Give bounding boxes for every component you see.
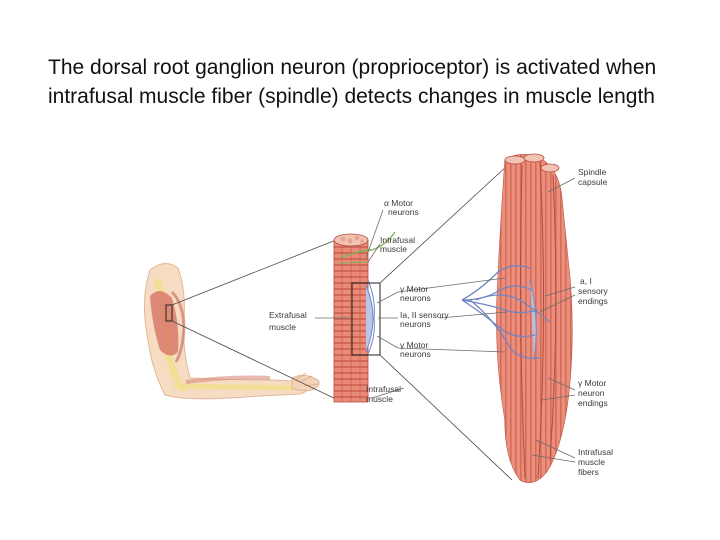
spindle-focus-box bbox=[351, 282, 381, 356]
muscle-bundle bbox=[333, 231, 396, 403]
projection-lines-right bbox=[379, 164, 513, 481]
label-intrafusal-bottom-1: Intrafusal bbox=[366, 384, 401, 394]
label-intrafusal-fibers-2: muscle bbox=[578, 457, 605, 467]
label-sensory-endings-1: a, I bbox=[580, 276, 592, 286]
label-alpha-motor-2: neurons bbox=[388, 207, 419, 217]
diagram-labels: α Motor neurons Intrafusal muscle Extraf… bbox=[269, 167, 613, 477]
label-intrafusal-fibers-1: Intrafusal bbox=[578, 447, 613, 457]
label-gamma-motor-b-2: neurons bbox=[400, 349, 431, 359]
label-sensory-endings-2: sensory bbox=[578, 286, 609, 296]
label-ia-sensory-1: Ia, II sensory bbox=[400, 310, 449, 320]
label-gamma-motor-a-1: γ Motor bbox=[400, 284, 429, 294]
label-gamma-motor-b-1: γ Motor bbox=[400, 340, 429, 350]
label-gamma-motor-a-2: neurons bbox=[400, 293, 431, 303]
label-spindle-capsule-2: capsule bbox=[578, 177, 608, 187]
label-ia-sensory-2: neurons bbox=[400, 319, 431, 329]
slide-heading: The dorsal root ganglion neuron (proprio… bbox=[48, 56, 657, 108]
enlarged-spindle bbox=[461, 153, 573, 483]
label-gamma-endings-2: neuron bbox=[578, 388, 605, 398]
label-spindle-capsule-1: Spindle bbox=[578, 167, 607, 177]
label-gamma-endings-1: γ Motor bbox=[578, 378, 607, 388]
label-sensory-endings-3: endings bbox=[578, 296, 608, 306]
leader-lines bbox=[315, 177, 576, 463]
label-intrafusal-top-1: Intrafusal bbox=[380, 235, 415, 245]
label-gamma-endings-3: endings bbox=[578, 398, 608, 408]
label-intrafusal-top-2: muscle bbox=[380, 244, 407, 254]
projection-lines-left bbox=[171, 239, 339, 401]
label-intrafusal-bottom-2: muscle bbox=[366, 394, 393, 404]
label-extrafusal-2: muscle bbox=[269, 322, 296, 332]
arm-focus-box bbox=[165, 304, 173, 322]
arm-illustration bbox=[143, 263, 320, 400]
label-extrafusal-1: Extrafusal bbox=[269, 310, 307, 320]
label-intrafusal-fibers-3: fibers bbox=[578, 467, 599, 477]
label-alpha-motor-1: α Motor bbox=[384, 198, 413, 208]
